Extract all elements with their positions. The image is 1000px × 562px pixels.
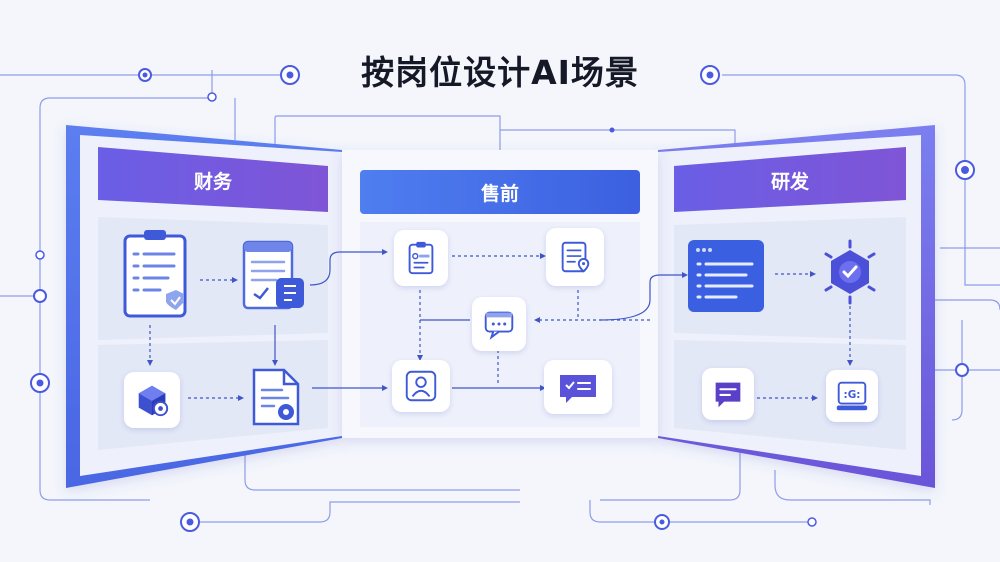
- ai-chip-icon: :G:: [826, 370, 878, 422]
- chat-bubble-icon: [472, 297, 526, 351]
- user-profile-icon: [392, 360, 450, 412]
- circuit-nodes: [30, 65, 975, 532]
- document-location-icon: [546, 228, 604, 286]
- checklist-message-icon: [544, 360, 612, 414]
- page-title: 按岗位设计AI场景: [361, 53, 639, 92]
- flow-arrows: [149, 251, 851, 399]
- id-card-icon: [394, 230, 448, 286]
- list-window-icon: [686, 238, 766, 314]
- message-icon: [702, 368, 754, 420]
- svg-text::G:: :G:: [844, 389, 861, 401]
- header-presales: 售前: [480, 182, 519, 205]
- header-rnd: 研发: [770, 170, 809, 193]
- shield-check-icon: [816, 238, 884, 306]
- document-settings-icon: [248, 366, 304, 428]
- document-chart-icon: [240, 238, 310, 313]
- arrow-heads: [147, 249, 853, 401]
- clipboard-check-icon: [120, 228, 190, 318]
- header-finance: 财务: [193, 170, 232, 193]
- cube-icon: [124, 372, 180, 428]
